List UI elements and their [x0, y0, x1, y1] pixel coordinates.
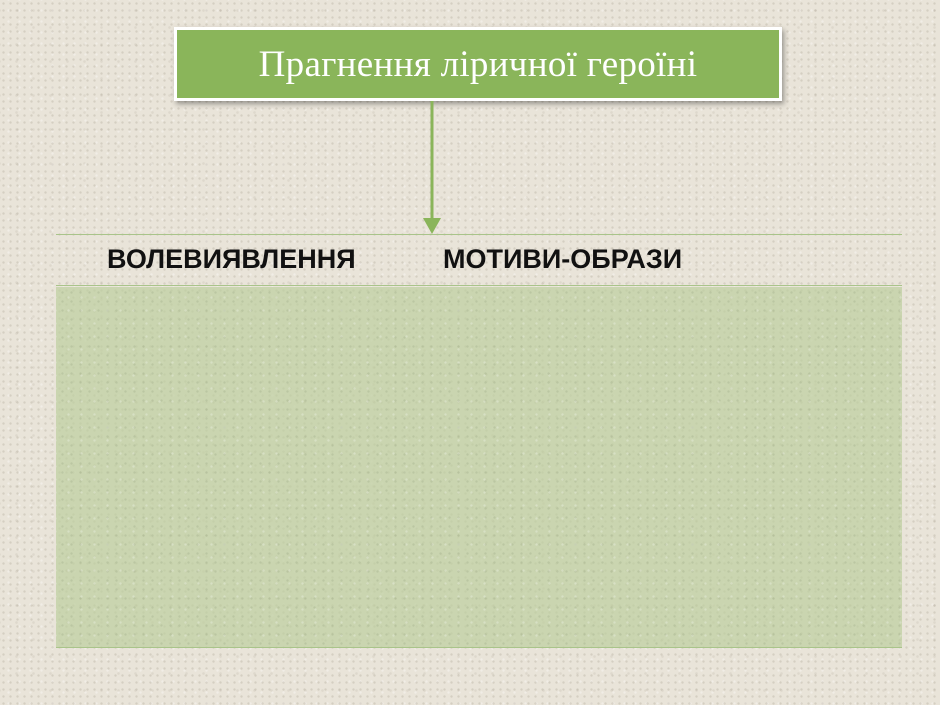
column-header-volevyiavlennia: ВОЛЕВИЯВЛЕННЯ — [107, 244, 356, 274]
table-cell-motyvy-obrazy[interactable] — [436, 287, 902, 647]
table-body — [56, 287, 902, 648]
table-cell-volevyiavlennia[interactable] — [56, 287, 436, 647]
title-text: Прагнення ліричної героїні — [258, 43, 698, 85]
arrow-head — [423, 218, 441, 234]
title-box[interactable]: Прагнення ліричної героїні — [174, 27, 782, 101]
table-header-row: ВОЛЕВИЯВЛЕННЯ МОТИВИ-ОБРАЗИ — [56, 234, 902, 286]
column-header-motyvy-obrazy: МОТИВИ-ОБРАЗИ — [443, 244, 683, 274]
